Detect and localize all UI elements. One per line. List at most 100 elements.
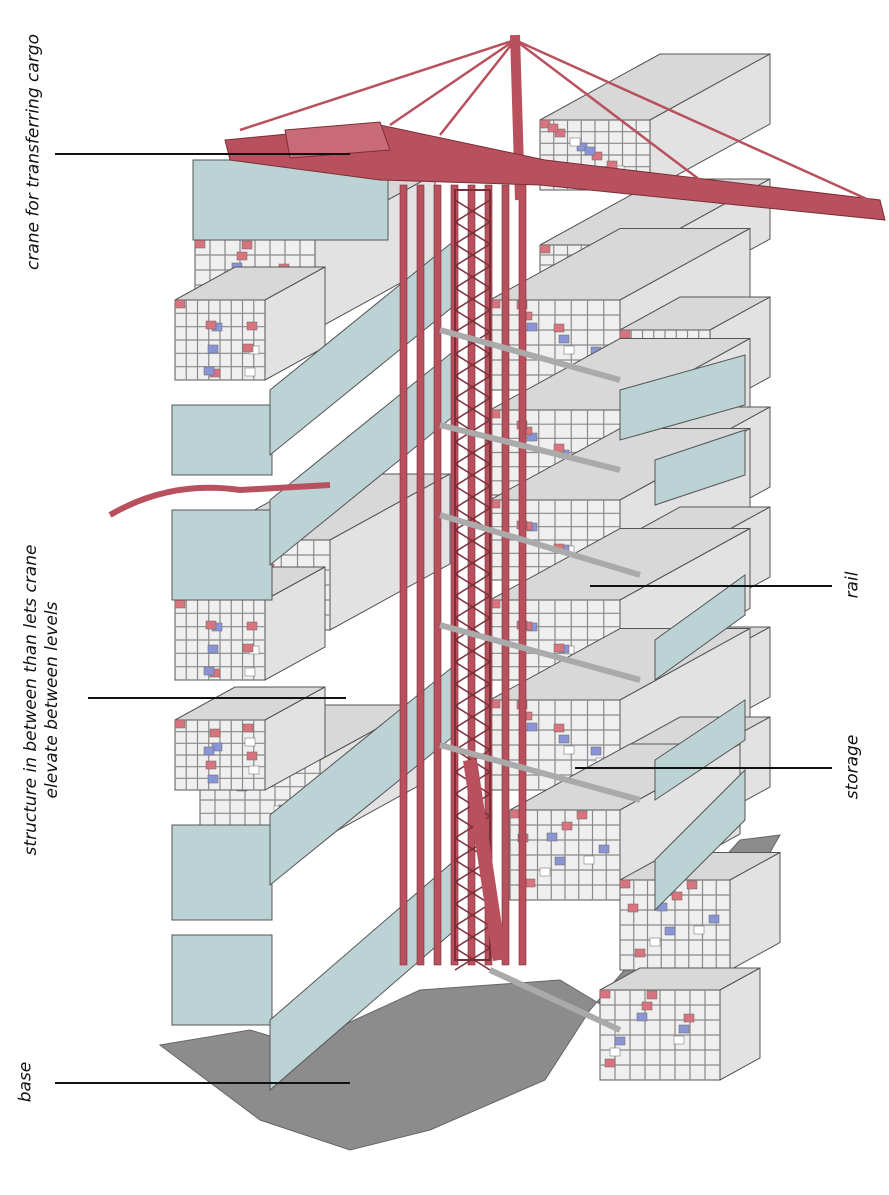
lattice-brace <box>454 353 491 377</box>
container <box>609 1047 621 1057</box>
tower-column <box>467 184 476 966</box>
container <box>614 1036 626 1046</box>
container <box>664 926 676 936</box>
container <box>583 855 595 865</box>
container <box>671 891 683 901</box>
rail-label: rail <box>842 571 863 599</box>
container <box>569 137 581 147</box>
rail-1 <box>439 422 621 473</box>
lattice-brace <box>454 507 491 531</box>
container <box>203 746 215 756</box>
lattice-brace <box>454 331 491 355</box>
container <box>591 151 603 161</box>
base-leader-line <box>55 1082 350 1084</box>
lattice-brace <box>454 265 491 289</box>
storage-label: storage <box>842 734 863 800</box>
container <box>558 334 570 344</box>
container <box>205 320 217 330</box>
storage-panel-2 <box>171 509 273 601</box>
container <box>599 989 611 999</box>
container <box>203 666 215 676</box>
lattice-brace <box>454 441 491 465</box>
lattice-brace <box>454 727 491 751</box>
tower-column <box>501 184 510 966</box>
container <box>547 123 559 133</box>
lattice-brace <box>454 375 491 399</box>
crane-cable <box>514 38 881 207</box>
container <box>546 832 558 842</box>
container <box>554 128 566 138</box>
crane-cable <box>439 39 516 136</box>
lattice-brace <box>454 551 491 575</box>
storage-panel-1 <box>171 404 273 476</box>
container <box>584 146 596 156</box>
container <box>619 879 631 889</box>
container <box>207 774 219 784</box>
container <box>539 244 551 254</box>
diagonal-crane-arm <box>463 758 507 962</box>
lattice-brace <box>454 705 491 729</box>
lattice-brace <box>454 463 491 487</box>
lattice-brace <box>454 903 491 927</box>
container <box>205 760 217 770</box>
rail-2 <box>439 512 641 578</box>
lattice-brace <box>454 947 491 971</box>
container <box>553 723 565 733</box>
container <box>563 745 575 755</box>
container <box>554 856 566 866</box>
container <box>174 299 186 309</box>
container <box>561 821 573 831</box>
container <box>649 937 661 947</box>
container <box>604 1058 616 1068</box>
base-label: base <box>15 1061 36 1103</box>
container <box>646 990 658 1000</box>
container <box>246 751 258 761</box>
storage-leader-line <box>575 767 832 769</box>
lattice-brace <box>454 199 491 223</box>
base-platform <box>158 834 781 1151</box>
container <box>509 809 521 819</box>
crane-leader-line <box>55 153 350 155</box>
container <box>244 667 256 677</box>
container <box>207 344 219 354</box>
container <box>242 723 254 733</box>
lattice-brace <box>454 485 491 509</box>
lattice-brace <box>454 221 491 245</box>
container <box>636 1012 648 1022</box>
rail-5 <box>488 967 622 1033</box>
container <box>634 948 646 958</box>
lattice-brace <box>454 683 491 707</box>
lattice-brace <box>454 639 491 663</box>
container <box>526 722 538 732</box>
storage-panel-4 <box>171 934 273 1026</box>
container <box>248 765 260 775</box>
slanted-panel-4 <box>619 354 746 441</box>
container <box>590 746 602 756</box>
tower-column <box>433 184 442 966</box>
container <box>539 867 551 877</box>
container <box>553 323 565 333</box>
container <box>627 903 639 913</box>
container <box>241 240 253 250</box>
tower-column <box>416 184 425 966</box>
slanted-panel-5 <box>654 429 746 506</box>
slanted-panel-8 <box>654 768 746 912</box>
structure-label-line1: structure in between than lets crane <box>21 544 41 856</box>
container <box>246 621 258 631</box>
lattice-brace <box>454 925 491 949</box>
container <box>683 1013 695 1023</box>
lattice-brace <box>454 287 491 311</box>
container <box>242 343 254 353</box>
lattice-brace <box>454 309 491 333</box>
container <box>693 925 705 935</box>
elevating-structure <box>454 189 491 961</box>
rail-leader-line <box>590 585 832 587</box>
container <box>246 321 258 331</box>
container <box>194 239 206 249</box>
container <box>203 366 215 376</box>
rail-4 <box>439 742 641 803</box>
rail-3 <box>439 622 641 683</box>
slanted-panel-7 <box>654 699 746 801</box>
